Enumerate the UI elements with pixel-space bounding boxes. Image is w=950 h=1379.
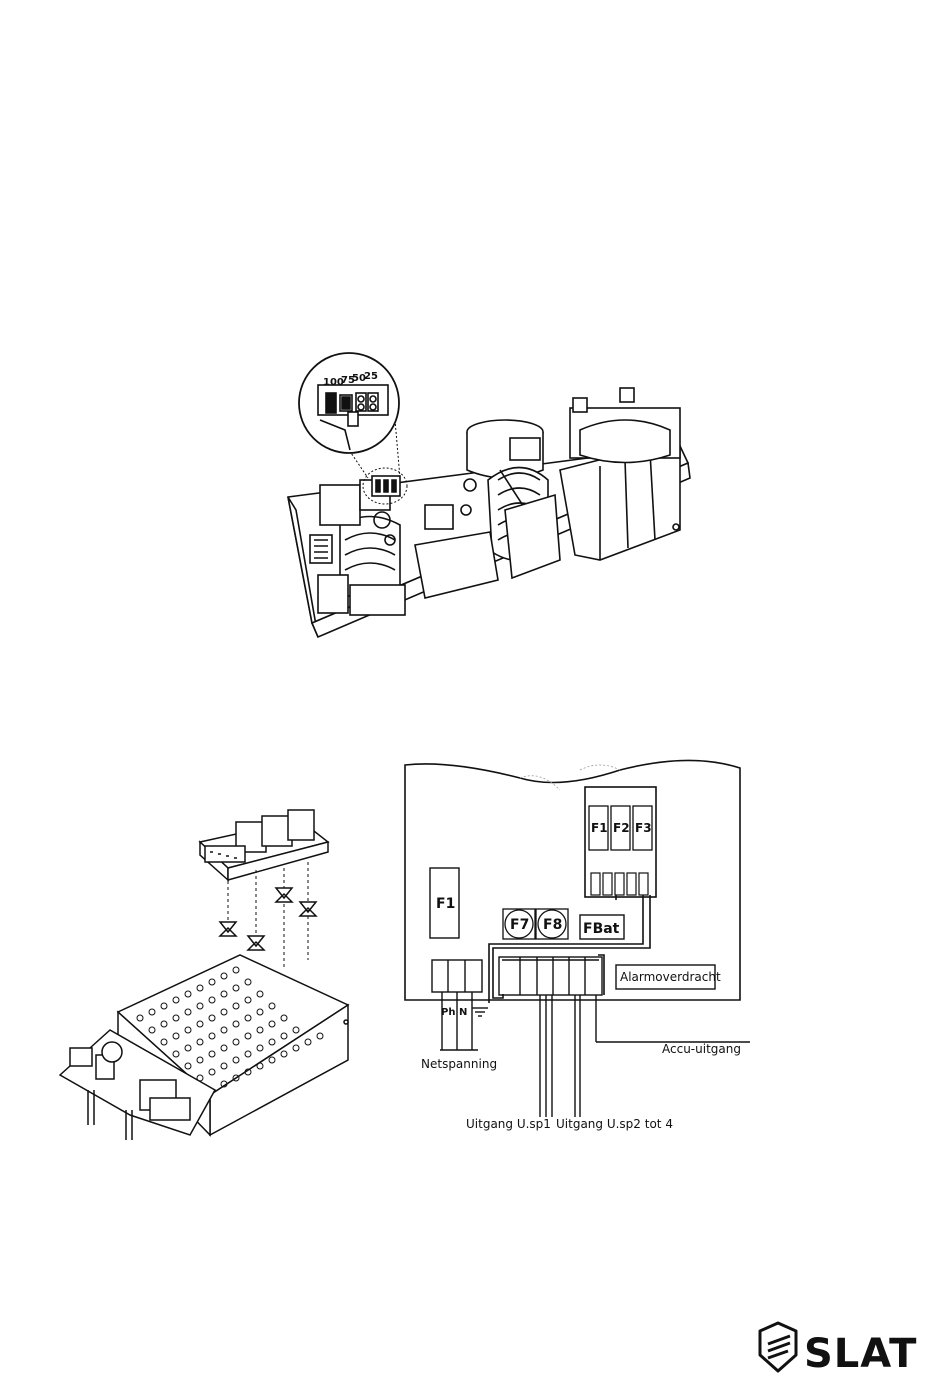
fuse-block-terminals bbox=[591, 873, 648, 895]
alarm-transfer-label: Alarmoverdracht bbox=[620, 970, 721, 984]
fuse-f1-label: F1 bbox=[591, 821, 608, 835]
terminal-ph-label: Ph bbox=[441, 1007, 455, 1018]
ground-symbol-icon bbox=[472, 1008, 488, 1016]
slat-logo: SLAT bbox=[760, 1323, 917, 1377]
fuse-f2-label: F2 bbox=[613, 821, 630, 835]
jumper-label-25: 25 bbox=[364, 371, 378, 382]
standoff-spacers bbox=[220, 888, 316, 950]
relay-module-mounting-illustration bbox=[60, 810, 348, 1140]
callout-output-2: Uitgang U.sp2 tot 4 bbox=[556, 1117, 673, 1131]
power-board-illustration bbox=[288, 353, 690, 637]
fuse-f7-label: F7 bbox=[510, 917, 529, 933]
mains-terminal-block bbox=[432, 960, 482, 992]
callout-output-1: Uitgang U.sp1 bbox=[466, 1117, 551, 1131]
output-terminal-block bbox=[499, 957, 602, 995]
slat-shield-icon bbox=[760, 1323, 796, 1371]
logo-text: SLAT bbox=[804, 1331, 917, 1377]
wiring-diagram: F1 F2 F3 F1 F7 F8 FBat Alarmoverdracht bbox=[405, 760, 750, 1131]
terminal-n-label: N bbox=[459, 1007, 467, 1018]
fuse-f3-label: F3 bbox=[635, 821, 652, 835]
fuse-fbat-label: FBat bbox=[583, 921, 620, 937]
callout-battery-out: Accu-uitgang bbox=[662, 1042, 741, 1056]
fuse-f1-vertical-label: F1 bbox=[436, 896, 455, 912]
callout-mains: Netspanning bbox=[421, 1057, 497, 1071]
fuse-f8-label: F8 bbox=[543, 917, 562, 933]
